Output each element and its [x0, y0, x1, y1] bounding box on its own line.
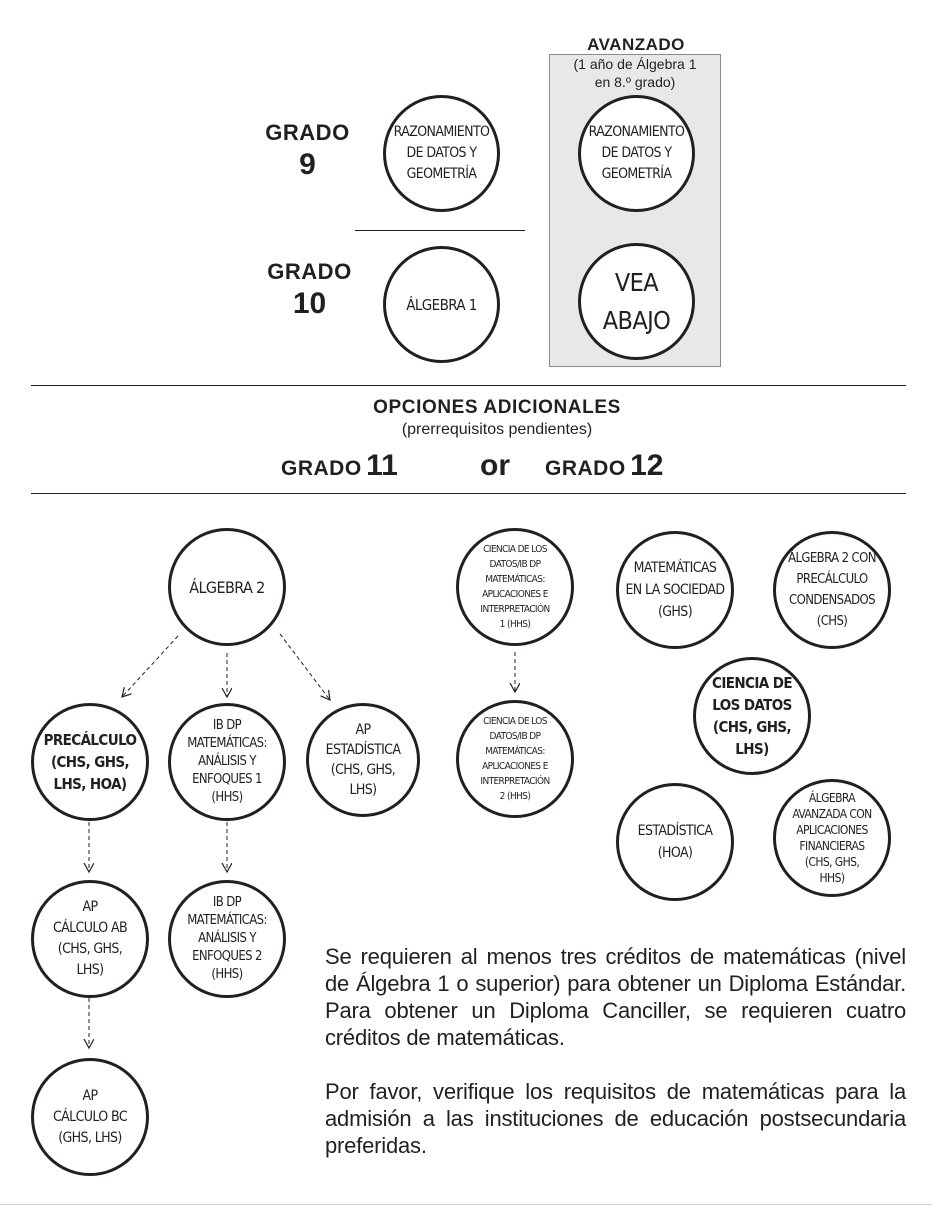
grade-10-number: 10 — [292, 287, 327, 320]
course-algebra2-precalculus-condensed: ÁLGEBRA 2 CON PRECÁLCULO CONDENSADOS (CH… — [773, 531, 891, 649]
course-ib-analysis-2: IB DP MATEMÁTICAS: ANÁLISIS Y ENFOQUES 2… — [168, 880, 286, 998]
section-divider-bottom — [31, 493, 906, 494]
course-label: ESTADÍSTICA (HOA) — [637, 823, 713, 861]
course-data-science: CIENCIA DE LOS DATOS (CHS, GHS, LHS) — [693, 657, 811, 775]
course-label: ÁLGEBRA AVANZADA CON APLICACIONES FINANC… — [792, 791, 872, 885]
course-label: MATEMÁTICAS EN LA SOCIEDAD (GHS) — [625, 560, 725, 620]
course-ap-calculus-ab: AP CÁLCULO AB (CHS, GHS, LHS) — [31, 880, 149, 998]
course-ib-applications-2: CIENCIA DE LOS DATOS/IB DP MATEMÁTICAS: … — [456, 700, 574, 818]
grade-12-heading: GRADO 12 — [545, 449, 664, 483]
course-label: CIENCIA DE LOS DATOS/IB DP MATEMÁTICAS: … — [480, 544, 550, 630]
advanced-title: AVANZADO — [587, 35, 685, 54]
course-label: CIENCIA DE LOS DATOS/IB DP MATEMÁTICAS: … — [480, 716, 550, 802]
or-word: or — [480, 449, 510, 482]
grade-11-heading: GRADO 11 — [281, 449, 398, 483]
grade-12-word: GRADO — [545, 457, 626, 480]
course-label: ÁLGEBRA 1 — [406, 295, 477, 314]
course-see-below: VEA ABAJO — [578, 243, 695, 360]
page-bottom-rule — [0, 1204, 932, 1205]
course-label: AP ESTADÍSTICA (CHS, GHS, LHS) — [325, 722, 401, 798]
grade-10-label: GRADO — [267, 259, 352, 284]
advanced-subtitle: (1 año de Álgebra 1 en 8.º grado) — [573, 56, 697, 90]
course-label: ÁLGEBRA 2 — [189, 577, 265, 597]
course-label: RAZONAMIENTO DE DATOS Y GEOMETRÍA — [393, 124, 490, 182]
grade-9-label: GRADO — [265, 120, 350, 145]
arrow-algebra2-to-precalculo — [122, 635, 179, 697]
grade-12-number: 12 — [630, 449, 664, 482]
grade-divider — [355, 230, 525, 231]
additional-options-title: OPCIONES ADICIONALES — [373, 397, 621, 418]
course-label: CIENCIA DE LOS DATOS (CHS, GHS, LHS) — [712, 674, 793, 758]
course-label: AP CÁLCULO AB (CHS, GHS, LHS) — [52, 899, 128, 978]
course-label: RAZONAMIENTO DE DATOS Y GEOMETRÍA — [588, 124, 685, 182]
course-algebra-2: ÁLGEBRA 2 — [168, 528, 286, 646]
grade-9-number: 9 — [299, 148, 316, 181]
grade-11-word: GRADO — [281, 457, 362, 480]
arrow-algebra2-to-ap-stats — [279, 633, 330, 700]
course-label: PRECÁLCULO (CHS, GHS, LHS, HOA) — [43, 731, 137, 793]
grade-11-number: 11 — [366, 449, 398, 482]
course-advanced-algebra-financial: ÁLGEBRA AVANZADA CON APLICACIONES FINANC… — [773, 779, 891, 897]
course-label: IB DP MATEMÁTICAS: ANÁLISIS Y ENFOQUES 2… — [187, 895, 267, 982]
course-ap-calculus-bc: AP CÁLCULO BC (GHS, LHS) — [31, 1058, 149, 1176]
course-ib-applications-1: CIENCIA DE LOS DATOS/IB DP MATEMÁTICAS: … — [456, 528, 574, 646]
course-data-reasoning-geometry-advanced: RAZONAMIENTO DE DATOS Y GEOMETRÍA — [578, 95, 695, 212]
course-statistics: ESTADÍSTICA (HOA) — [616, 783, 734, 901]
section-divider-top — [31, 385, 906, 386]
course-label: IB DP MATEMÁTICAS: ANÁLISIS Y ENFOQUES 1… — [187, 718, 267, 805]
course-label: AP CÁLCULO BC (GHS, LHS) — [52, 1087, 128, 1146]
course-ap-statistics: AP ESTADÍSTICA (CHS, GHS, LHS) — [306, 703, 420, 817]
course-ib-analysis-1: IB DP MATEMÁTICAS: ANÁLISIS Y ENFOQUES 1… — [168, 703, 286, 821]
course-label: ÁLGEBRA 2 CON PRECÁLCULO CONDENSADOS (CH… — [788, 551, 876, 629]
additional-options-subtitle: (prerrequisitos pendientes) — [401, 421, 593, 438]
postsecondary-note: Por favor, verifique los requisitos de m… — [325, 1079, 906, 1158]
course-math-in-society: MATEMÁTICAS EN LA SOCIEDAD (GHS) — [616, 531, 734, 649]
course-data-reasoning-geometry: RAZONAMIENTO DE DATOS Y GEOMETRÍA — [383, 95, 500, 212]
course-precalculus: PRECÁLCULO (CHS, GHS, LHS, HOA) — [31, 703, 149, 821]
credits-note: Se requieren al menos tres créditos de m… — [325, 944, 906, 1050]
course-label: VEA ABAJO — [602, 267, 671, 335]
course-algebra-1: ÁLGEBRA 1 — [383, 246, 500, 363]
